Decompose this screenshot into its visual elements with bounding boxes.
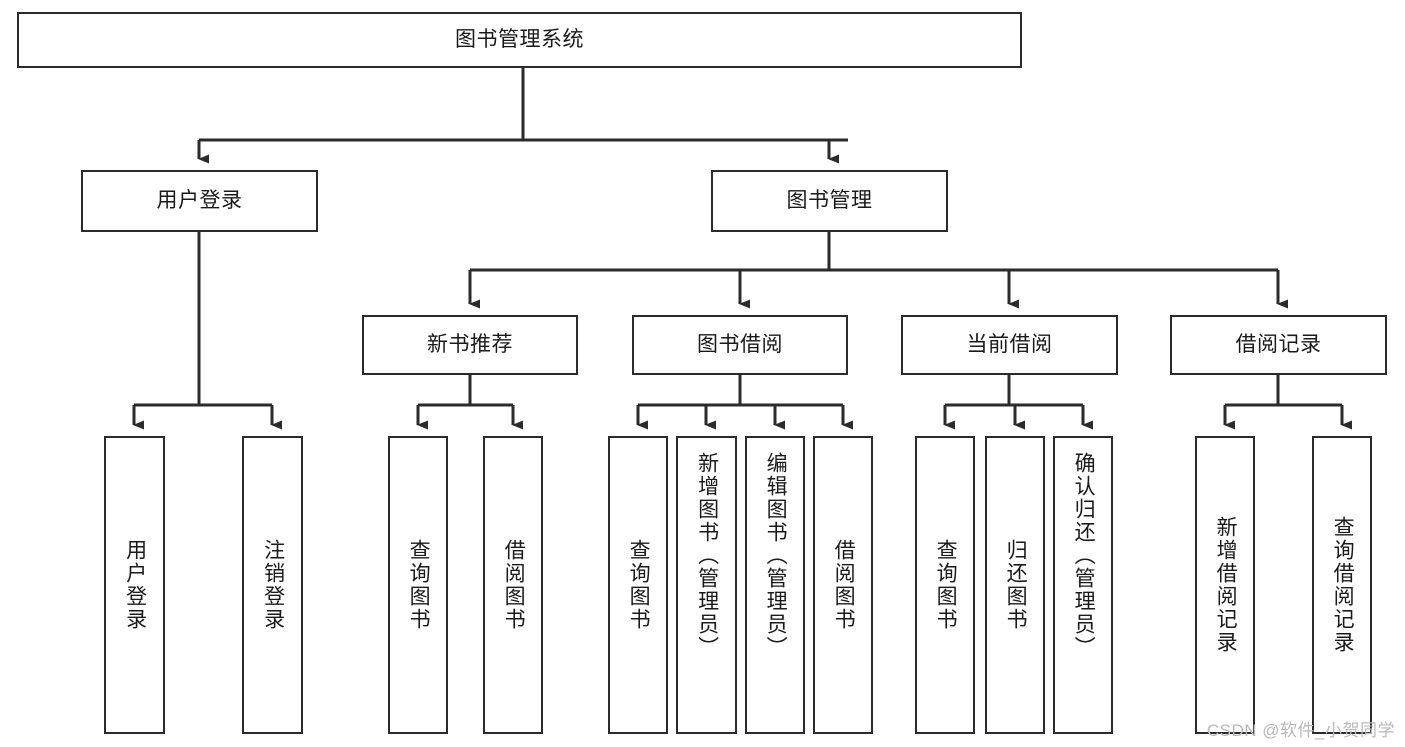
node-leaf-query-book-3[interactable]: 查询图书 <box>915 436 975 734</box>
node-leaf-add-record[interactable]: 新增借阅记录 <box>1195 436 1255 734</box>
node-user-login-label: 用户登录 <box>156 189 243 213</box>
node-leaf-query-book-2[interactable]: 查询图书 <box>608 436 668 734</box>
node-new-book-rec-label: 新书推荐 <box>427 333 513 357</box>
node-leaf-query-book-2-label: 查询图书 <box>627 539 651 631</box>
node-leaf-query-book-1[interactable]: 查询图书 <box>388 436 448 734</box>
node-user-login[interactable]: 用户登录 <box>81 170 318 232</box>
node-leaf-edit-book-label: 编辑图书（管理员） <box>764 452 788 659</box>
node-book-borrow-label: 图书借阅 <box>697 333 783 357</box>
node-leaf-confirm-return-label: 确认归还（管理员） <box>1072 452 1096 659</box>
node-root-label: 图书管理系统 <box>455 28 584 52</box>
node-current-borrow[interactable]: 当前借阅 <box>901 315 1118 375</box>
node-leaf-confirm-return[interactable]: 确认归还（管理员） <box>1053 436 1113 734</box>
node-leaf-return-book[interactable]: 归还图书 <box>985 436 1045 734</box>
node-leaf-add-book[interactable]: 新增图书（管理员） <box>676 436 737 734</box>
node-leaf-user-login[interactable]: 用户登录 <box>104 436 165 734</box>
node-leaf-borrow-book-1[interactable]: 借阅图书 <box>483 436 543 734</box>
node-leaf-user-login-label: 用户登录 <box>123 539 147 631</box>
node-leaf-borrow-book-2-label: 借阅图书 <box>832 539 856 631</box>
watermark-text: CSDN @软件_小贺同学 <box>1206 721 1395 740</box>
node-new-book-rec[interactable]: 新书推荐 <box>362 315 578 375</box>
node-leaf-edit-book[interactable]: 编辑图书（管理员） <box>745 436 805 734</box>
node-book-manage-label: 图书管理 <box>786 189 873 213</box>
node-leaf-user-logout-label: 注销登录 <box>261 539 285 631</box>
node-leaf-query-record[interactable]: 查询借阅记录 <box>1312 436 1372 734</box>
node-book-borrow[interactable]: 图书借阅 <box>632 315 848 375</box>
node-leaf-return-book-label: 归还图书 <box>1004 539 1028 631</box>
node-leaf-borrow-book-1-label: 借阅图书 <box>502 539 526 631</box>
node-root[interactable]: 图书管理系统 <box>17 12 1022 68</box>
node-leaf-user-logout[interactable]: 注销登录 <box>242 436 303 734</box>
node-leaf-add-record-label: 新增借阅记录 <box>1214 516 1238 654</box>
node-book-manage[interactable]: 图书管理 <box>711 170 948 232</box>
node-leaf-query-book-3-label: 查询图书 <box>934 539 958 631</box>
node-leaf-borrow-book-2[interactable]: 借阅图书 <box>813 436 873 734</box>
node-leaf-query-record-label: 查询借阅记录 <box>1331 516 1355 654</box>
node-borrow-record-label: 借阅记录 <box>1235 333 1322 357</box>
node-current-borrow-label: 当前借阅 <box>966 333 1053 357</box>
node-leaf-query-book-1-label: 查询图书 <box>407 539 431 631</box>
node-leaf-add-book-label: 新增图书（管理员） <box>695 452 719 659</box>
node-borrow-record[interactable]: 借阅记录 <box>1170 315 1387 375</box>
